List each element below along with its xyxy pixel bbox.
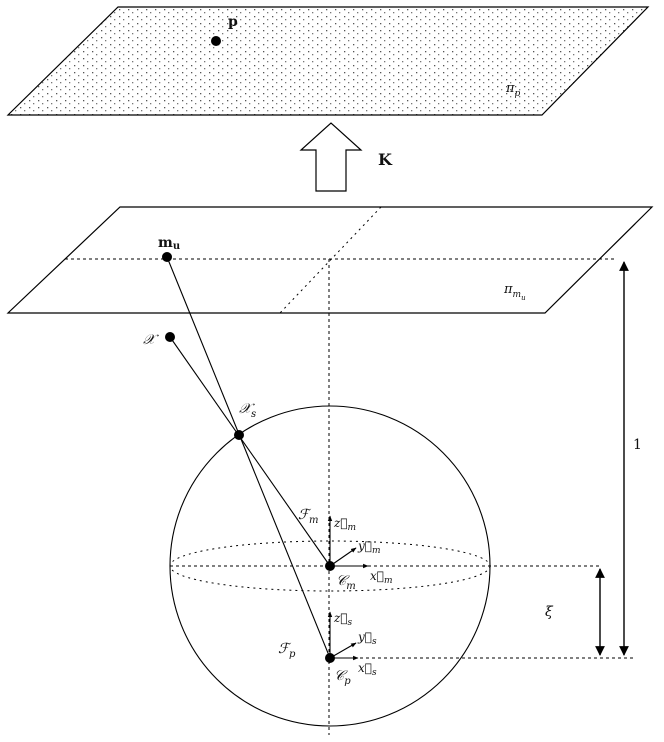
normalized-plane-pi-mu bbox=[6, 206, 654, 314]
label-X-s: 𝒳s bbox=[239, 401, 256, 420]
label-pi-mu: πmu bbox=[503, 282, 526, 302]
label-C-m: 𝒞m bbox=[336, 573, 356, 592]
label-xi: ξ bbox=[545, 604, 554, 620]
ray-mu-to-cp bbox=[166, 256, 331, 659]
label-y-s: y⃗s bbox=[357, 630, 377, 647]
axis-y-s bbox=[329, 642, 357, 659]
plane-hidden-line bbox=[279, 206, 382, 314]
label-x-s: x⃗s bbox=[358, 661, 377, 678]
point-p bbox=[211, 36, 221, 46]
k-transform-arrow bbox=[299, 122, 363, 192]
image-plane-pi-p bbox=[6, 6, 650, 116]
label-pi-p: πp bbox=[505, 81, 521, 99]
point-X-s bbox=[234, 430, 244, 440]
point-m-u bbox=[162, 252, 172, 262]
label-X: 𝒳 bbox=[143, 332, 159, 348]
label-z-m: z⃗m bbox=[333, 516, 356, 533]
axis-y-m bbox=[329, 547, 357, 567]
label-z-s: z⃗s bbox=[333, 611, 353, 628]
ray-x-to-cm bbox=[169, 336, 331, 567]
label-p: p bbox=[228, 14, 238, 30]
label-m-u: mu bbox=[158, 235, 180, 252]
label-K: K bbox=[378, 150, 393, 169]
label-F-p: ℱp bbox=[278, 641, 296, 660]
point-X bbox=[165, 332, 175, 342]
label-F-m: ℱm bbox=[298, 507, 319, 526]
label-one: 1 bbox=[633, 437, 642, 453]
label-x-m: x⃗m bbox=[370, 569, 393, 586]
label-C-p: 𝒞p bbox=[334, 668, 351, 687]
label-y-m: y⃗m bbox=[357, 539, 381, 556]
